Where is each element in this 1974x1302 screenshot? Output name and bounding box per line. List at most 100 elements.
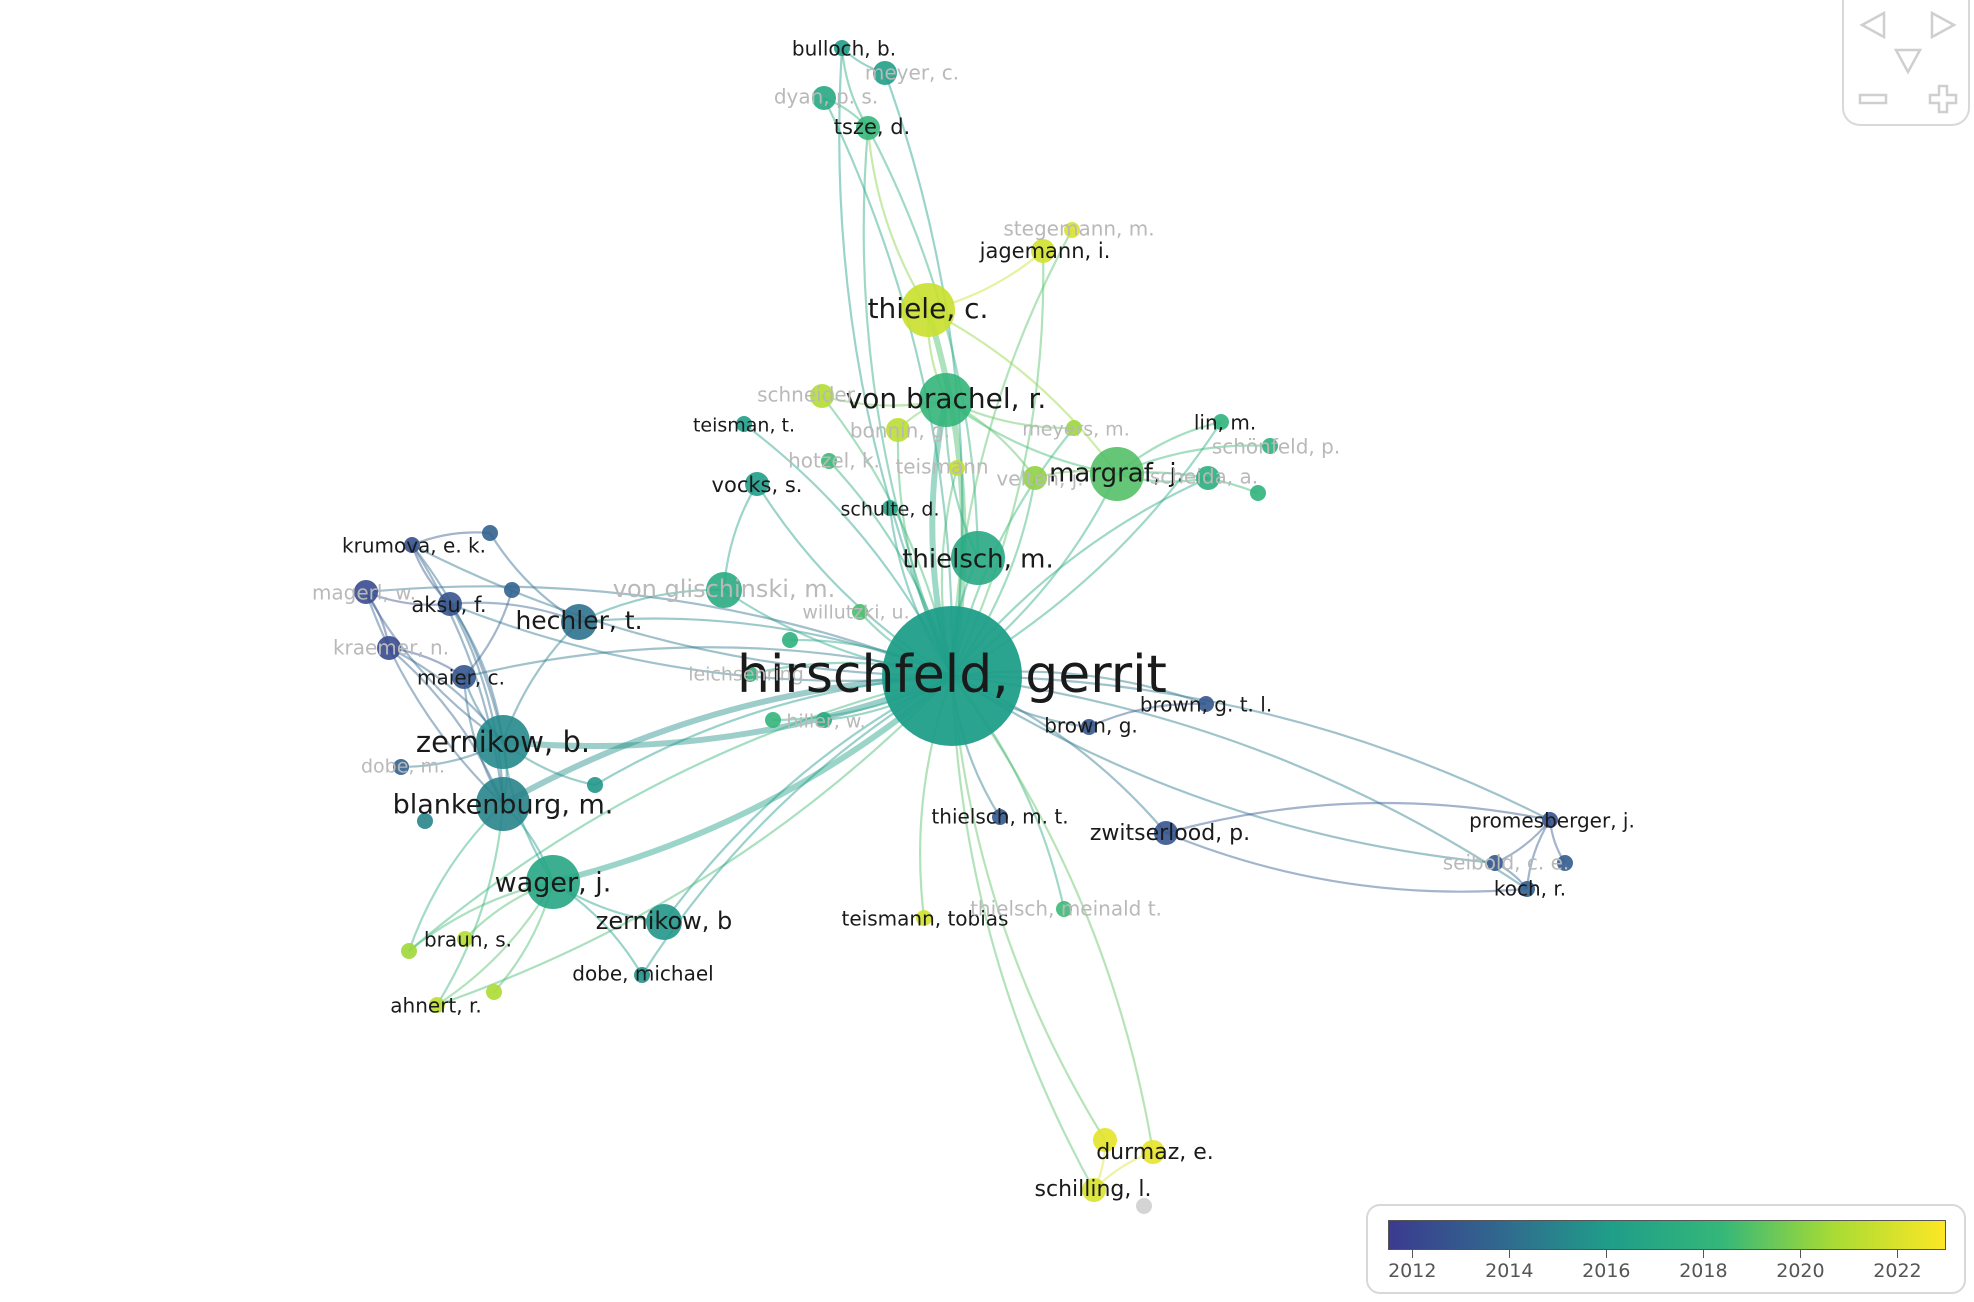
node-maier[interactable] (452, 665, 476, 689)
node-wager[interactable] (526, 855, 580, 909)
node-leichsenring[interactable] (742, 666, 758, 682)
node-bonnin[interactable] (886, 418, 910, 442)
node-blank2[interactable] (417, 813, 433, 829)
node-meyers[interactable] (1066, 420, 1082, 436)
node-hs1[interactable] (782, 632, 798, 648)
node-jagemann[interactable] (1031, 239, 1055, 263)
node-label-tsze[interactable]: tsze, d. (834, 115, 910, 139)
node-dyan[interactable] (812, 86, 836, 110)
node-aksu2[interactable] (504, 582, 520, 598)
minus-icon[interactable] (1856, 84, 1890, 114)
node-grey[interactable] (1136, 1198, 1152, 1214)
node-thielschmt[interactable] (992, 809, 1008, 825)
node-hiller[interactable] (816, 712, 832, 728)
node-label-teismanntobias[interactable]: teismann, tobias (842, 907, 1009, 931)
node-vonglischinski[interactable] (706, 572, 742, 608)
node-margraf3[interactable] (1250, 485, 1266, 501)
node-braun2[interactable] (457, 931, 473, 947)
node-label-hirschfeld[interactable]: hirschfeld, gerrit (737, 645, 1167, 705)
node-label-schoenfeld[interactable]: schönfeld, p. (1212, 435, 1340, 459)
node-label-hiller[interactable]: hiller, w. (786, 711, 865, 733)
node-label-zernikowb[interactable]: zernikow, b (596, 907, 733, 935)
node-seibold2[interactable] (1557, 855, 1573, 871)
node-label-ahnert[interactable]: ahnert, r. (390, 994, 481, 1018)
node-braun[interactable] (401, 943, 417, 959)
node-label-braun[interactable]: braun, s. (424, 928, 512, 952)
node-label-dobemichael[interactable]: dobe, michael (572, 962, 713, 986)
node-zernikow[interactable] (476, 715, 530, 769)
node-tsze[interactable] (856, 116, 880, 140)
node-label-seibold[interactable]: seibold, c. e. (1443, 851, 1570, 875)
node-krumova[interactable] (404, 537, 420, 553)
node-dobe[interactable] (393, 759, 409, 775)
node-zern2[interactable] (587, 777, 603, 793)
node-label-willutzki[interactable]: willutzki, u. (802, 602, 909, 624)
node-thiele[interactable] (901, 283, 955, 337)
node-label-teismann2[interactable]: teismann (895, 455, 988, 479)
node-label-thielschmt[interactable]: thielsch, m. t. (931, 805, 1068, 829)
node-label-jagemann[interactable]: jagemann, i. (979, 239, 1111, 263)
node-koch[interactable] (1519, 881, 1535, 897)
node-label-schulte[interactable]: schulte, d. (840, 499, 939, 521)
node-magerl[interactable] (354, 580, 378, 604)
node-zwitserlood[interactable] (1154, 821, 1178, 845)
node-label-margraf[interactable]: margraf, j. (1049, 459, 1185, 489)
node-velten[interactable] (1023, 466, 1047, 490)
node-seibold[interactable] (1487, 855, 1503, 871)
node-label-teisman[interactable]: teisman, t. (693, 415, 795, 437)
node-label-hechler[interactable]: hechler, t. (515, 606, 642, 635)
node-vonbrachel[interactable] (919, 373, 973, 427)
node-ahnert[interactable] (429, 997, 445, 1013)
node-label-kraemer[interactable]: kraemer, n. (333, 636, 449, 660)
node-label-maier[interactable]: maier, c. (417, 666, 505, 690)
node-margraf[interactable] (1090, 447, 1144, 501)
triangle-left-icon[interactable] (1856, 8, 1890, 42)
node-durmaz2[interactable] (1141, 1140, 1165, 1164)
node-teismann2[interactable] (949, 460, 965, 476)
node-teisman[interactable] (736, 416, 752, 432)
plus-icon[interactable] (1926, 82, 1960, 116)
node-scheida[interactable] (1196, 466, 1220, 490)
node-ahnert2[interactable] (486, 984, 502, 1000)
node-label-durmaz[interactable]: durmaz, e. (1096, 1140, 1214, 1165)
node-label-vonbrachel[interactable]: von brachel, r. (846, 382, 1047, 415)
node-label-scheida[interactable]: scheida, a. (1150, 465, 1258, 489)
node-schulte[interactable] (882, 500, 898, 516)
node-label-zernikow[interactable]: zernikow, b. (416, 725, 590, 759)
node-schoenfeld[interactable] (1262, 438, 1278, 454)
node-label-wager[interactable]: wager, j. (495, 868, 612, 899)
node-label-stegemann[interactable]: stegemann, m. (1003, 217, 1154, 241)
node-label-magerl[interactable]: magerl, w. (312, 581, 416, 605)
node-zernikowb[interactable] (646, 904, 682, 940)
node-label-schneider[interactable]: schneider (757, 383, 856, 407)
node-label-meyers[interactable]: meyers, m. (1022, 419, 1129, 441)
node-label-thielsch[interactable]: thielsch, m. (902, 545, 1054, 575)
node-label-blankenburg[interactable]: blankenburg, m. (393, 790, 614, 821)
node-hechler[interactable] (561, 604, 597, 640)
node-label-bonnin[interactable]: bonnin, g. (850, 419, 950, 443)
node-label-vonglischinski[interactable]: von glischinski, m. (613, 575, 835, 603)
node-label-thiele[interactable]: thiele, c. (868, 292, 989, 325)
node-durmaz[interactable] (1093, 1128, 1117, 1152)
triangle-right-icon[interactable] (1926, 8, 1960, 42)
node-label-dyan[interactable]: dyan, p. s. (774, 85, 878, 109)
node-lin[interactable] (1213, 414, 1229, 430)
node-label-bulloch[interactable]: bulloch, b. (792, 37, 896, 61)
node-label-browngtl[interactable]: brown, g. t. l. (1140, 693, 1272, 717)
node-schneider[interactable] (810, 384, 834, 408)
node-label-leichsenring[interactable]: leichsenring (688, 664, 804, 686)
triangle-down-icon[interactable] (1891, 44, 1925, 78)
node-label-hotzel[interactable]: hotzel, k. (788, 449, 880, 473)
node-aksu[interactable] (438, 592, 462, 616)
node-krumova2[interactable] (482, 525, 498, 541)
node-vocks[interactable] (745, 472, 769, 496)
node-hs2[interactable] (765, 712, 781, 728)
node-label-krumova[interactable]: krumova, e. k. (342, 534, 486, 558)
node-label-meyer[interactable]: meyer, c. (865, 61, 959, 85)
node-meyer[interactable] (873, 61, 897, 85)
node-label-thielschmeinald[interactable]: thielsch, meinald t. (970, 897, 1162, 921)
node-label-lin[interactable]: lin, m. (1194, 411, 1256, 435)
node-thielsch[interactable] (951, 531, 1005, 585)
node-thielschmeinald[interactable] (1056, 901, 1072, 917)
node-bulloch[interactable] (834, 40, 850, 56)
